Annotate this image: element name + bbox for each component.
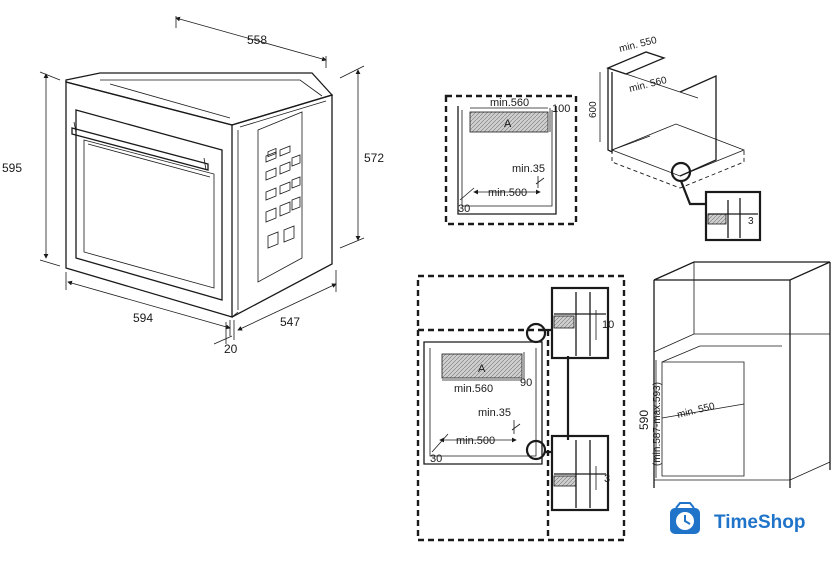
tall-label-30: 30 bbox=[430, 453, 442, 465]
label-min550: min. 550 bbox=[618, 35, 658, 55]
label-range: (min.587-max.593) bbox=[652, 382, 663, 466]
tall-label-90: 90 bbox=[520, 377, 532, 389]
tall-label-10: 10 bbox=[602, 319, 614, 331]
label-30: 30 bbox=[458, 203, 470, 215]
tall-unit-section: A min.560 90 min.35 min.500 30 10 3 bbox=[416, 274, 626, 542]
tall-label-min560: min.560 bbox=[454, 383, 493, 395]
dim-depth-top: 558 bbox=[247, 33, 267, 47]
label-600: 600 bbox=[588, 101, 599, 118]
tall-cabinet: 590 (min.587-max.593) min. 550 bbox=[637, 261, 831, 488]
tall-label-min500: min.500 bbox=[456, 435, 495, 447]
logo-text: TimeShop bbox=[714, 512, 806, 533]
oven-drawing: 558 595 572 594 547 20 bbox=[2, 16, 384, 356]
tall-label-min35: min.35 bbox=[478, 407, 511, 419]
timeshop-logo: TimeShop bbox=[670, 502, 806, 534]
dim-door-offset: 20 bbox=[224, 342, 238, 356]
side-vent-slots bbox=[265, 145, 301, 249]
label-100: 100 bbox=[552, 103, 570, 115]
label-min500: min.500 bbox=[488, 187, 527, 199]
under-counter-section: A min.560 100 min.35 min.500 30 bbox=[444, 94, 578, 226]
label-min35: min.35 bbox=[512, 163, 545, 175]
label-min560: min.560 bbox=[490, 97, 529, 109]
under-counter-cabinet: min. 550 min. 560 600 3 bbox=[588, 35, 762, 242]
dim-height-front: 595 bbox=[2, 161, 22, 175]
dim-width-front: 594 bbox=[133, 311, 153, 325]
zone-a-label: A bbox=[504, 118, 512, 130]
tall-zone-a: A bbox=[478, 363, 486, 375]
dim-height-side: 572 bbox=[364, 151, 384, 165]
label-tall-min550: min. 550 bbox=[676, 401, 716, 421]
dim-depth-side: 547 bbox=[280, 315, 300, 329]
tall-label-3: 3 bbox=[604, 473, 610, 485]
label-cab-min560: min. 560 bbox=[628, 75, 668, 95]
label-cab-3: 3 bbox=[748, 216, 754, 227]
label-590: 590 bbox=[637, 410, 651, 430]
